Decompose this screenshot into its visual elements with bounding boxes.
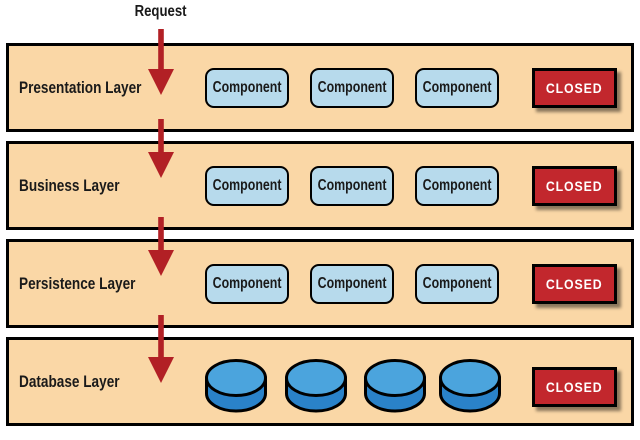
closed-badge-text: CLOSED [546, 379, 603, 395]
closed-badge: CLOSED [532, 367, 617, 407]
component-box: Component [415, 166, 499, 206]
layer-title-text: Presentation Layer [19, 77, 142, 97]
component-label: Component [422, 275, 492, 292]
layer-title-text: Database Layer [19, 371, 120, 391]
component-label: Component [317, 275, 387, 292]
component-box: Component [415, 264, 499, 304]
layer-presentation: Presentation Layer Component Component C… [6, 43, 634, 132]
component-box: Component [205, 264, 289, 304]
closed-badge: CLOSED [532, 68, 617, 108]
database-icon [364, 359, 426, 413]
component-box: Component [415, 68, 499, 108]
database-icon [205, 359, 267, 413]
request-label-text: Request [135, 3, 187, 20]
request-label: Request [111, 3, 211, 21]
component-label: Component [212, 275, 282, 292]
component-label: Component [422, 177, 492, 194]
closed-badge-text: CLOSED [546, 80, 603, 96]
layer-database: Database Layer CLOSED [6, 337, 634, 426]
layer-title-text: Business Layer [19, 175, 120, 195]
component-box: Component [310, 166, 394, 206]
component-box: Component [310, 264, 394, 304]
layer-business: Business Layer Component Component Compo… [6, 141, 634, 230]
component-label: Component [212, 79, 282, 96]
component-box: Component [205, 68, 289, 108]
component-box: Component [310, 68, 394, 108]
database-icon [285, 359, 347, 413]
layer-persistence: Persistence Layer Component Component Co… [6, 239, 634, 328]
layer-title: Presentation Layer [19, 46, 172, 129]
closed-badge: CLOSED [532, 166, 617, 206]
component-label: Component [212, 177, 282, 194]
layer-title-text: Persistence Layer [19, 273, 136, 293]
closed-badge-text: CLOSED [546, 178, 603, 194]
closed-badge: CLOSED [532, 264, 617, 304]
component-label: Component [317, 79, 387, 96]
layer-title: Database Layer [19, 340, 145, 423]
layer-title: Persistence Layer [19, 242, 165, 325]
closed-badge-text: CLOSED [546, 276, 603, 292]
component-label: Component [422, 79, 492, 96]
component-label: Component [317, 177, 387, 194]
component-box: Component [205, 166, 289, 206]
layer-title: Business Layer [19, 144, 145, 227]
database-icon [439, 359, 501, 413]
